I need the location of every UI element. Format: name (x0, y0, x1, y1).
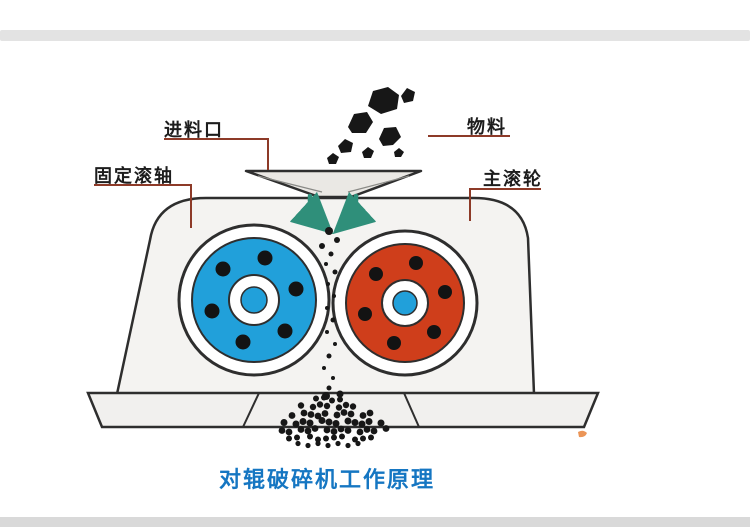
label-material: 物料 (467, 117, 507, 137)
top-divider-bar (0, 30, 750, 41)
label-feed-inlet: 进料口 (164, 120, 224, 140)
feed-hopper (244, 169, 423, 199)
left-roller (177, 223, 331, 377)
orange-mark (578, 430, 587, 438)
bottom-divider-bar (0, 517, 750, 527)
right-roller (331, 229, 479, 377)
leader-lines (94, 135, 541, 228)
label-main-roller: 主滚轮 (483, 169, 543, 189)
diagram-title: 对辊破碎机工作原理 (218, 467, 436, 492)
right-roller-bolts (358, 256, 452, 350)
material-rocks-icon (327, 87, 415, 164)
left-roller-bolts (204, 250, 304, 350)
feed-flow-arrows-icon (289, 191, 377, 235)
crushed-particles (278, 227, 390, 449)
label-fixed-roller: 固定滚轴 (94, 166, 174, 186)
